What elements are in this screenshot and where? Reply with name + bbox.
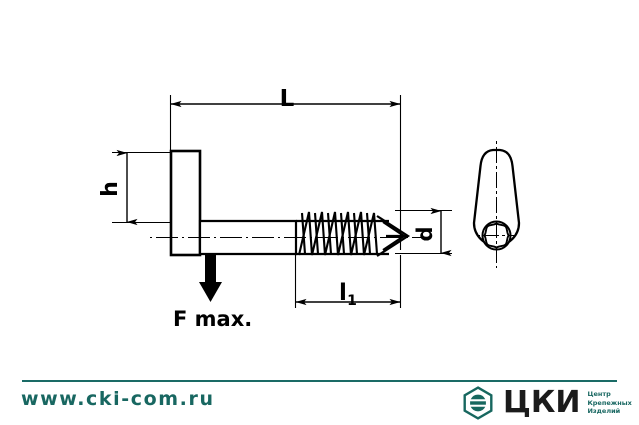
brand-tagline-line-1: Центр [587, 390, 611, 399]
hook-arm [169, 149, 202, 257]
dimension-lines [116, 100, 452, 306]
svg-text:l: l [339, 280, 347, 306]
brand-logo[interactable]: ЦКИ Центр Крепежных Изделий [462, 386, 632, 420]
dimension-label-l1: l 1 [339, 280, 357, 309]
side-view [472, 141, 521, 268]
brand-tagline: Центр Крепежных Изделий [587, 390, 631, 415]
dimension-label-d: d [413, 226, 437, 241]
screw-thread [296, 211, 411, 257]
footer-divider [22, 380, 617, 382]
extension-lines [112, 95, 452, 308]
dimension-label-h: h [98, 181, 123, 197]
dimension-label-L: L [280, 86, 295, 112]
brand-name: ЦКИ [503, 385, 581, 420]
brand-tagline-line-2: Крепежных [587, 398, 632, 407]
page-footer: www.cki-com.ru ЦКИ Центр Крепежных Издел… [0, 372, 639, 425]
drawing-canvas: L h d l 1 F max. [98, 86, 521, 331]
load-arrow-label: F max. [173, 307, 252, 331]
brand-tagline-line-3: Изделий [587, 407, 621, 416]
svg-text:1: 1 [347, 293, 357, 309]
load-arrow [199, 255, 222, 302]
site-url-link[interactable]: www.cki-com.ru [21, 388, 215, 410]
technical-drawing: L h d l 1 F max. [98, 86, 521, 331]
hexagon-logo-icon [463, 386, 493, 420]
